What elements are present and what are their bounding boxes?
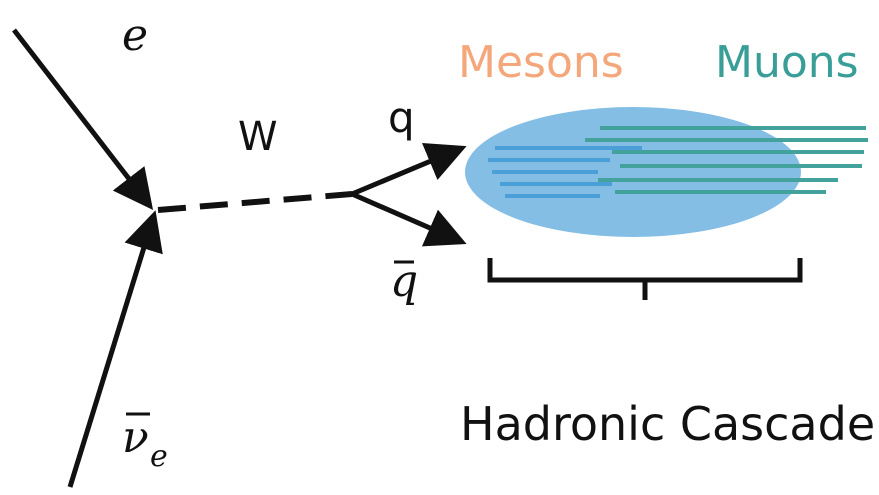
antiquark-label: q: [390, 256, 418, 307]
antineutrino-label: ν: [122, 412, 149, 463]
antineutrino-line: [67, 210, 163, 488]
w-boson-propagator: [157, 191, 353, 213]
muons-label: Muons: [715, 37, 859, 88]
quark-label: q: [388, 93, 415, 142]
antiquark-line: [351, 191, 467, 247]
mesons-label: Mesons: [458, 37, 624, 88]
meson-tracks: [488, 146, 642, 198]
electron-label: e: [122, 10, 148, 61]
w-boson-label: W: [238, 114, 278, 160]
hadronic-cascade-label: Hadronic Cascade: [460, 397, 875, 451]
antineutrino-label-group: ν e: [122, 412, 168, 474]
antineutrino-subscript: e: [150, 439, 168, 474]
antiquark-label-group: q: [390, 256, 418, 307]
electron-line: [12, 28, 154, 210]
muon-tracks: [585, 126, 868, 194]
quark-line: [351, 143, 467, 197]
cascade-bracket: [487, 258, 803, 300]
